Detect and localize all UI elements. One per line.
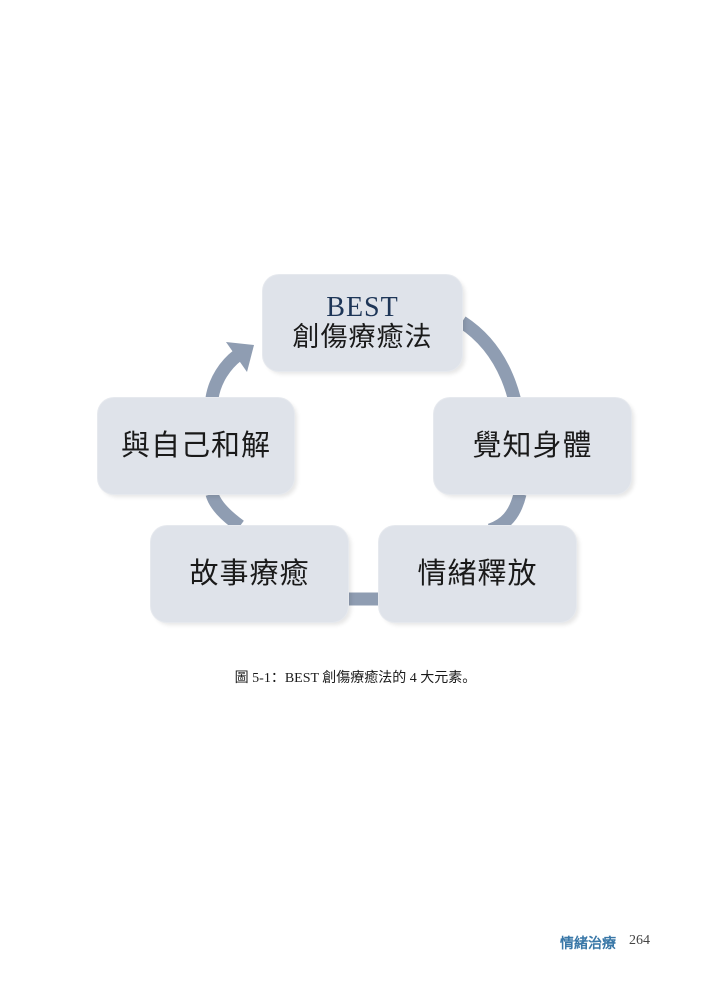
node-emotional-release: 情緒釋放 bbox=[379, 526, 576, 622]
node-label: 故事療癒 bbox=[189, 556, 310, 591]
figure-caption: 圖 5-1：BEST 創傷療癒法的 4 大元素。 bbox=[234, 671, 477, 686]
footer-page-number: 264 bbox=[629, 933, 650, 948]
node-self-reconciliation: 與自己和解 bbox=[98, 398, 294, 494]
node-body-awareness: 覺知身體 bbox=[434, 398, 631, 494]
node-best-label: 創傷療癒法 bbox=[292, 322, 433, 354]
cycle-arrow-segment bbox=[205, 349, 243, 400]
cycle-arrowhead bbox=[226, 342, 254, 372]
node-label: 情緒釋放 bbox=[417, 556, 538, 591]
node-story-healing: 故事療癒 bbox=[151, 526, 348, 622]
node-label: 覺知身體 bbox=[472, 428, 593, 463]
cycle-arrow-segment bbox=[487, 492, 527, 537]
cycle-arrow-segment bbox=[205, 491, 244, 532]
node-best-method: BEST 創傷療癒法 bbox=[263, 275, 462, 371]
node-best-sublabel: BEST bbox=[326, 291, 399, 323]
node-label: 與自己和解 bbox=[120, 428, 271, 463]
footer-chapter-title: 情緒治療 bbox=[560, 936, 616, 952]
